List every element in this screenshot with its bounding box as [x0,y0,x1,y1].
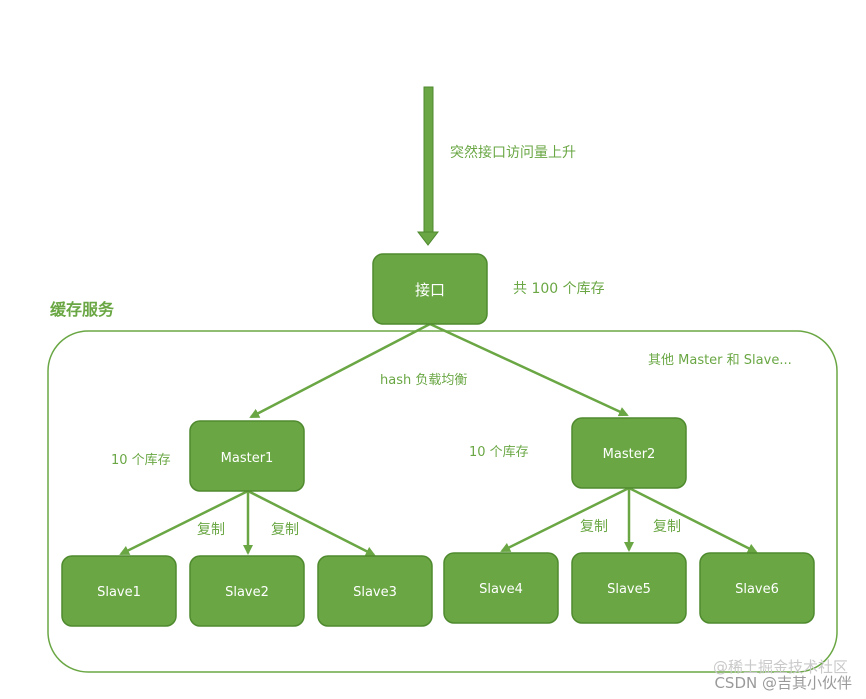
traffic-spike-label: 突然接口访问量上升 [450,144,576,161]
slave3-label: Slave3 [353,585,397,600]
master1-inventory-label: 10 个库存 [111,452,171,468]
slave4-label: Slave4 [479,582,523,597]
api-node-label: 接口 [415,281,445,299]
watermark-line-2: CSDN @吉其小伙伴 [714,674,852,692]
replicate-label-3: 复制 [580,518,608,535]
watermark: @稀土掘金技术社区 CSDN @吉其小伙伴 [713,658,852,692]
replicate-label-4: 复制 [653,518,681,535]
slave4-node[interactable]: Slave4 [443,552,559,624]
master2-label: Master2 [603,447,656,462]
edge-master1-slave3 [247,489,376,557]
edge-api-master2 [429,322,629,417]
master2-inventory-label: 10 个库存 [469,444,529,460]
edge-api-master1 [249,322,431,419]
replicate-label-2: 复制 [271,521,299,538]
master2-node[interactable]: Master2 [571,417,687,489]
watermark-line-1: @稀土掘金技术社区 [713,658,848,676]
slave6-label: Slave6 [735,582,779,597]
edge-master1-slave1 [119,489,249,556]
slave5-node[interactable]: Slave5 [571,552,687,624]
incoming-traffic-arrow [416,86,440,246]
cache-service-title: 缓存服务 [49,300,115,319]
hash-load-balance-label: hash 负载均衡 [380,373,467,388]
slave5-label: Slave5 [607,582,651,597]
total-inventory-label: 共 100 个库存 [513,281,605,297]
replicate-label-1: 复制 [197,521,225,538]
api-node[interactable]: 接口 [372,253,488,325]
slave3-node[interactable]: Slave3 [317,555,433,627]
others-note: 其他 Master 和 Slave... [648,353,792,368]
edge-master2-slave6 [628,486,758,554]
slave2-node[interactable]: Slave2 [189,555,305,627]
slave1-node[interactable]: Slave1 [61,555,177,627]
master1-label: Master1 [221,451,274,466]
master1-node[interactable]: Master1 [189,420,305,492]
edge-master2-slave4 [500,486,630,553]
slave1-label: Slave1 [97,585,141,600]
slave2-label: Slave2 [225,585,269,600]
slave6-node[interactable]: Slave6 [699,552,815,624]
